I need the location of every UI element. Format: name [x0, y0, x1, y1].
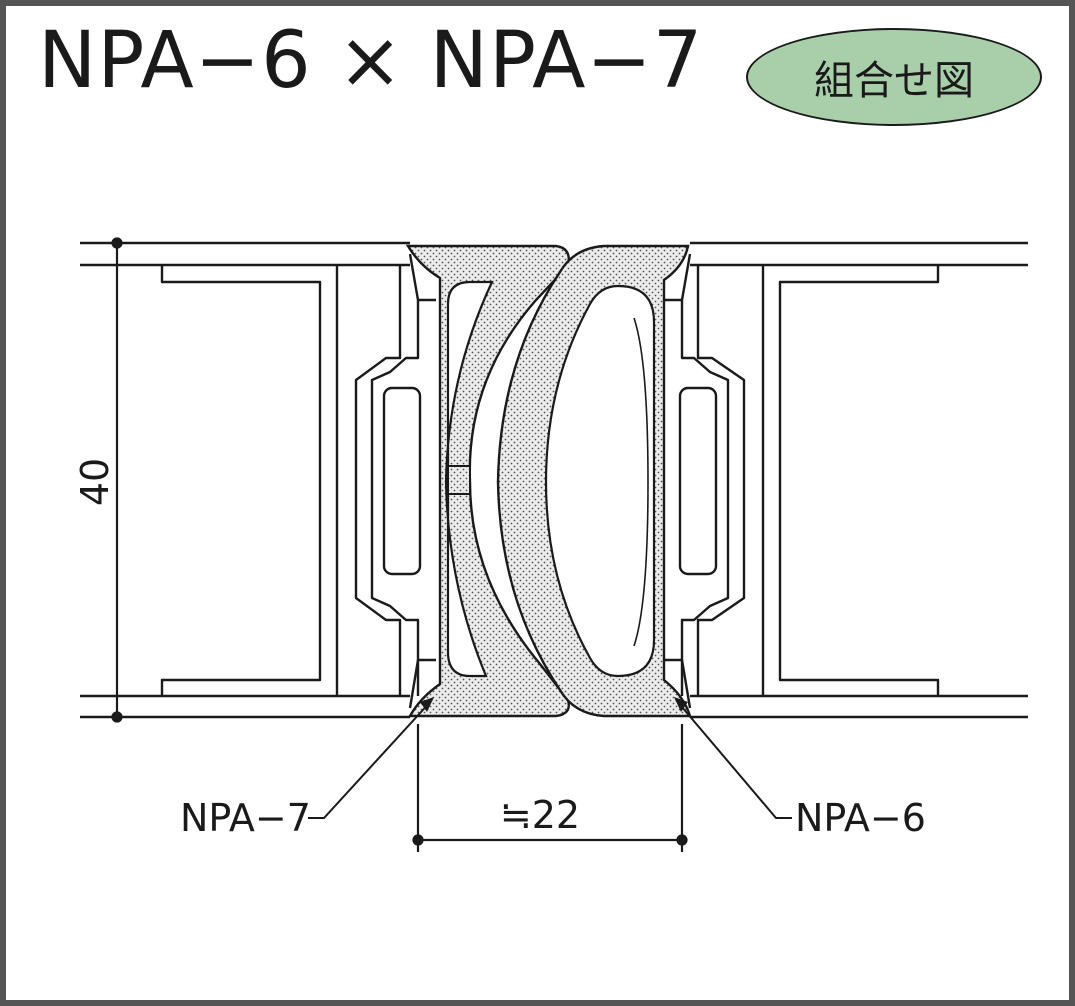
npa-7-arrowhead [420, 697, 434, 712]
npa-6-leader [675, 699, 792, 819]
assembly-drawing-badge: 組合せ図 [746, 28, 1042, 126]
right-panel-profile [664, 253, 940, 709]
gap-dimension [412, 724, 688, 852]
npa-6-callout: NPA−6 [795, 796, 926, 840]
npa-7-nub [447, 465, 471, 495]
height-dimension-label: 40 [73, 458, 117, 506]
npa-7-leader [308, 699, 433, 819]
face-lines [80, 241, 1028, 719]
npa-6-hollow-inner [633, 317, 649, 647]
npa-6-hollow [544, 284, 656, 678]
page-title: NPA−6 × NPA−7 [38, 16, 704, 106]
left-panel-profile [160, 253, 436, 709]
npa-6-arrowhead [674, 697, 688, 712]
height-dimension [111, 237, 123, 723]
gap-dimension-label: ≒22 [500, 793, 580, 837]
npa-7-hollow [444, 280, 494, 678]
npa-7-callout: NPA−7 [180, 796, 311, 840]
